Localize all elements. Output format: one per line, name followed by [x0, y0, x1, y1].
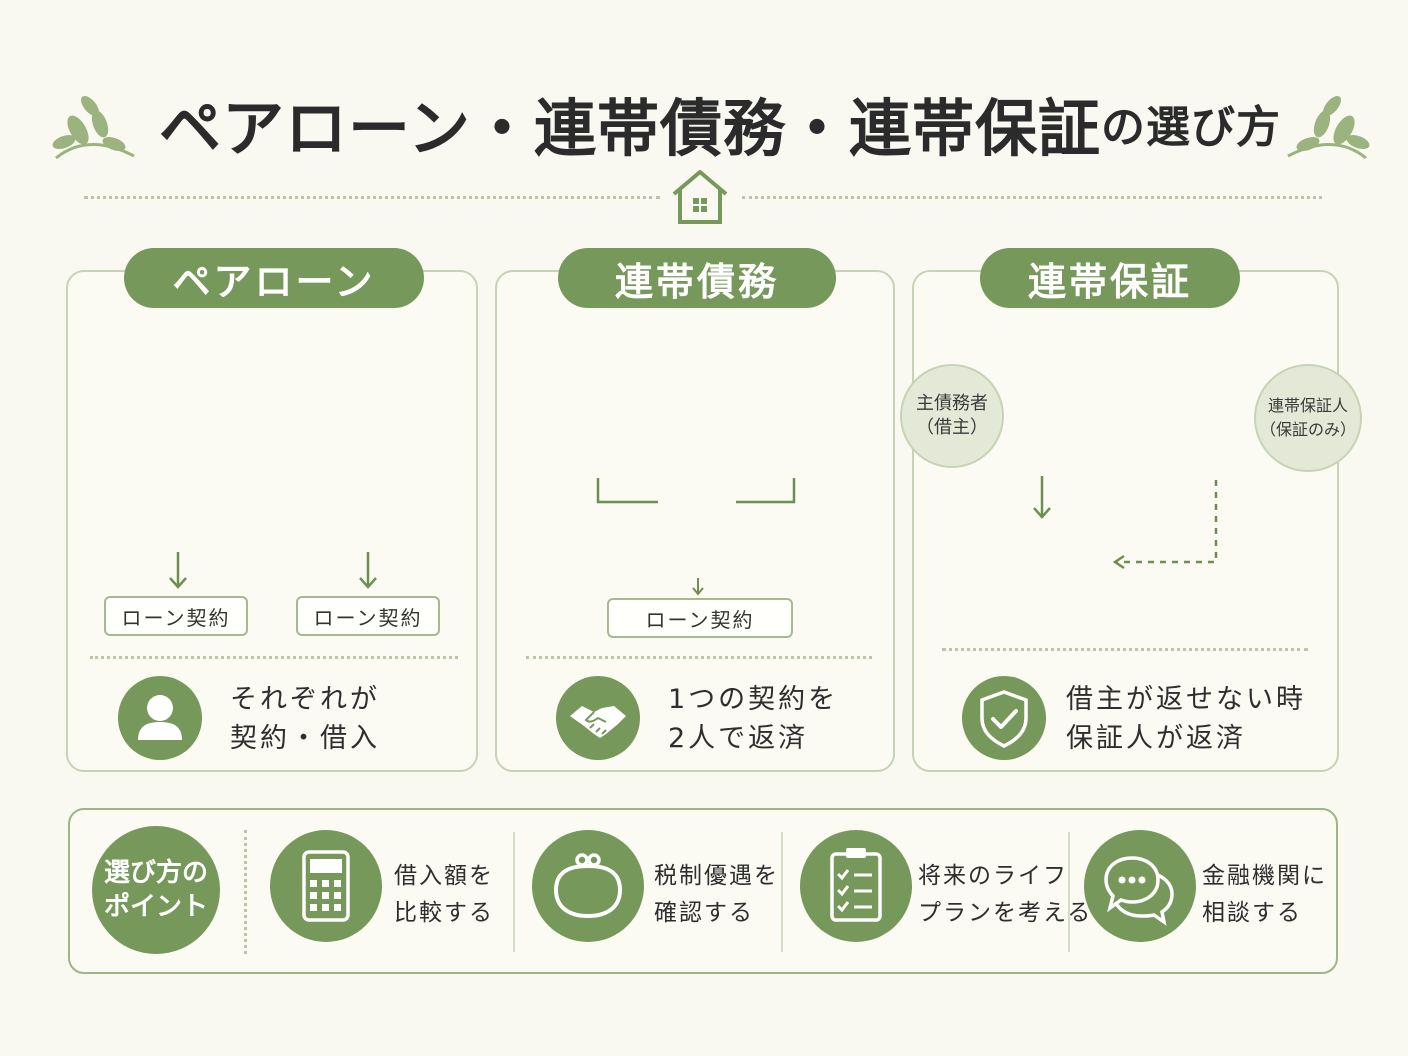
loan-contract-box: ローン契約	[607, 598, 793, 638]
arrow-down-icon	[692, 578, 704, 596]
title-suffix: の選び方	[1100, 102, 1281, 153]
house-icon	[672, 170, 728, 224]
points-separator	[1068, 832, 1070, 952]
card-joint-debt-desc: 1つの契約を 2人で返済	[668, 684, 839, 754]
laurel-left-icon	[52, 96, 135, 160]
card-joint-debt-title: 連帯債務	[558, 248, 836, 308]
points-separator	[513, 832, 515, 952]
card-joint-guarantee-desc: 借主が返せない時 保証人が返済	[1066, 684, 1306, 754]
loan-contract-box: ローン契約	[104, 596, 248, 636]
person-icon	[118, 676, 202, 760]
point-item-3: 将来のライフ プランを考える	[918, 863, 1093, 926]
shield-check-icon	[962, 676, 1046, 760]
handshake-icon	[556, 676, 640, 760]
title-main: ペアローン・連帯債務・連帯保証	[159, 92, 1101, 165]
title-divider-right	[742, 196, 1322, 199]
loan-contract-box: ローン契約	[296, 596, 440, 636]
point-item-2: 税制優遇を 確認する	[654, 863, 779, 926]
borrower-badge: 主債務者 （借主）	[900, 364, 1004, 468]
card-pair-loan-desc: それぞれが 契約・借入	[230, 684, 380, 754]
connector-lines	[596, 478, 796, 504]
points-separator	[781, 832, 783, 952]
arrow-down-icon	[1033, 476, 1051, 519]
guarantor-badge: 連帯保証人 （保証のみ）	[1254, 364, 1362, 472]
guarantee-dashed-arrow	[1112, 480, 1218, 570]
card-divider	[90, 656, 458, 659]
points-separator	[244, 830, 247, 954]
clipboard-icon	[800, 830, 912, 942]
page-title: ペアローン・連帯債務・連帯保証の選び方	[140, 78, 1300, 168]
bank-label: 銀行	[680, 557, 716, 576]
coin-purse-icon	[532, 830, 644, 942]
bank-label: 銀行	[350, 530, 386, 549]
points-title-badge: 選び方の ポイント	[92, 826, 220, 954]
arrow-down-icon	[169, 552, 187, 589]
bank-label: 銀行	[160, 530, 196, 549]
calculator-icon	[270, 830, 382, 942]
arrow-down-icon	[359, 552, 377, 589]
laurel-right-icon	[1287, 96, 1370, 160]
point-item-1: 借入額を 比較する	[394, 863, 494, 926]
card-divider	[526, 656, 872, 659]
chat-bubbles-icon	[1084, 830, 1196, 942]
card-divider	[942, 648, 1308, 651]
bank-label: 銀行	[1021, 604, 1057, 623]
card-joint-guarantee-title: 連帯保証	[980, 248, 1240, 308]
point-item-4: 金融機関に 相談する	[1202, 863, 1327, 926]
title-divider-left	[84, 196, 660, 199]
card-pair-loan-title: ペアローン	[124, 248, 424, 308]
